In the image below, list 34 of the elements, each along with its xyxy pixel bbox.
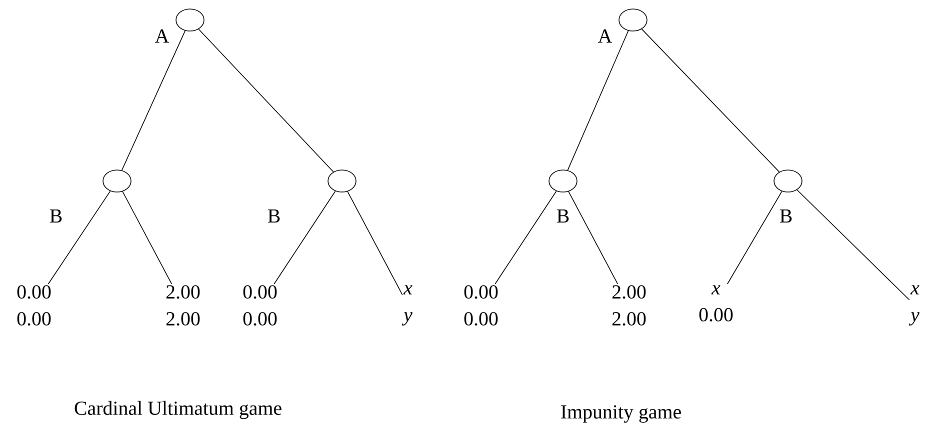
caption: Cardinal Ultimatum game [74,400,282,420]
payoff-text: x y [908,285,920,326]
decision-node [548,170,578,192]
branch-line [347,191,403,296]
branch-line [121,30,186,171]
payoff-text: x 0.00 [699,285,733,322]
branch-line [641,28,780,172]
payoff-text: 2.00 2.00 [612,285,646,326]
branch-line [568,191,618,284]
branch-line [122,191,172,284]
player-label: B [556,209,569,223]
decision-node [618,8,648,32]
branch-line [494,190,557,284]
payoff-text: 2.00 2.00 [166,285,200,326]
branch-line [796,189,910,300]
decision-node [774,170,802,192]
branch-line [48,190,111,284]
payoff-text: 0.00 0.00 [17,285,51,326]
branch-line [726,190,782,284]
payoff-text: 0.00 0.00 [243,285,277,326]
branch-line [274,190,336,284]
player-label: B [268,209,280,223]
decision-node [176,8,204,32]
payoff-text: x y [402,285,412,326]
branch-line [567,30,629,171]
decision-node [102,170,132,192]
player-label: A [598,29,612,43]
player-label: A [155,29,170,43]
payoff-text: 0.00 0.00 [464,285,498,326]
caption: Impunity game [561,405,681,423]
player-label: B [50,209,62,223]
decision-node [328,170,356,192]
player-label: B [780,209,792,223]
branch-line [198,28,334,172]
